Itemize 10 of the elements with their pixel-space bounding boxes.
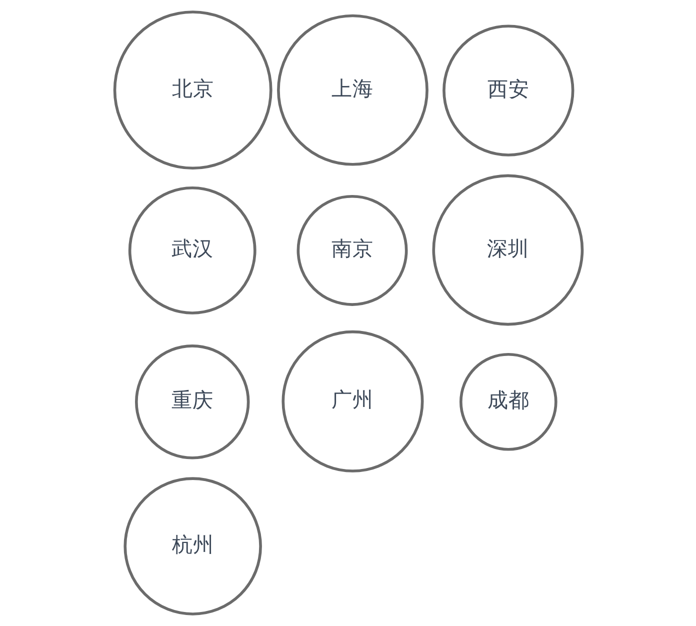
node-circle: 深圳 [432,174,584,326]
node-circle: 广州 [281,330,424,472]
node-circle: 武汉 [128,186,256,314]
node-circle: 南京 [296,194,408,306]
node-circle: 杭州 [123,477,262,616]
node-circle: 西安 [442,24,574,156]
node-circle: 重庆 [134,344,250,460]
node-circle: 北京 [112,10,272,170]
node-circle: 成都 [458,352,557,451]
node-circle: 上海 [276,14,428,166]
